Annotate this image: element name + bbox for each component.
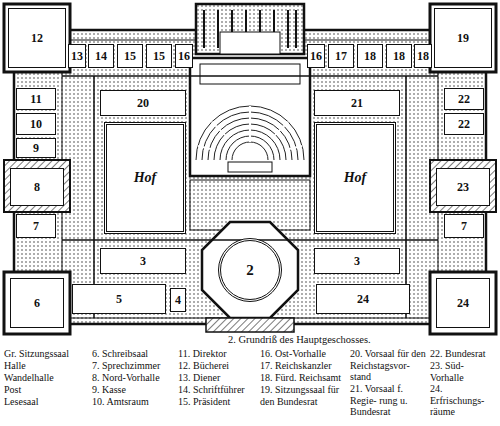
key-entry: 9. Kasse [92, 384, 176, 396]
room-box: 17 [328, 44, 354, 68]
room-box: 4 [170, 288, 186, 312]
room-number: 11 [30, 93, 41, 105]
room-box: 11 [16, 88, 56, 110]
room-box: 6 [10, 278, 64, 328]
courtyard: Hof [104, 122, 186, 234]
room-number: 19 [457, 32, 469, 44]
room-box: 24 [316, 284, 410, 314]
room-number: 7 [461, 220, 467, 232]
figure-caption: 2. Grundriß des Hauptgeschosses. [228, 334, 371, 345]
room-number: 3 [140, 255, 146, 267]
room-number: 12 [31, 32, 43, 44]
room-number: 16 [178, 50, 190, 62]
room-number: 7 [33, 220, 39, 232]
room-box: 23 [436, 168, 490, 206]
room-box: 21 [314, 90, 400, 116]
key-entry: 21. Vorsaal f. Regie- rung u. Bundesrat [350, 383, 428, 418]
key-entry: 16. Ost-Vorhalle [260, 348, 348, 360]
key-entry: 11. Direktor [178, 348, 258, 360]
room-box: 14 [88, 44, 114, 68]
room-box: 13 [68, 44, 86, 68]
key-entry: 22. Bundesrat [430, 348, 496, 360]
room-box: 22 [444, 113, 484, 135]
key-entry: Gr. Sitzungssaal [4, 348, 90, 360]
key-entry: Lesesaal [4, 396, 90, 408]
room-number: 22 [458, 93, 470, 105]
room-box: 19 [434, 8, 492, 68]
room-number: 14 [95, 50, 107, 62]
room-number: 24 [357, 293, 369, 305]
rotunda-room: 2 [218, 238, 282, 302]
room-box: 18 [414, 44, 432, 68]
room-box: 15 [117, 44, 143, 68]
room-box: 12 [8, 8, 66, 68]
room-box: 10 [16, 113, 56, 135]
key-entry: 24. Erfrischungs- räume [430, 383, 496, 418]
room-number: 23 [457, 181, 469, 193]
room-box: 7 [444, 214, 484, 238]
courtyard-name: Hof [134, 171, 157, 185]
room-box: 24 [436, 278, 490, 328]
key-entry: 8. Nord-Vorhalle [92, 372, 176, 384]
room-number: 2 [246, 263, 254, 278]
key-entry: 23. Süd-Vorhalle [430, 360, 496, 383]
room-box: 22 [444, 88, 484, 110]
room-number: 10 [30, 118, 42, 130]
room-box: 5 [72, 284, 166, 314]
room-number: 3 [354, 255, 360, 267]
room-number: 5 [116, 293, 122, 305]
room-box: 16 [175, 44, 193, 68]
room-number: 8 [34, 181, 40, 193]
key-entry: 12. Bücherei [178, 360, 258, 372]
key-entry: 18. Fürd. Reichsamt [260, 372, 348, 384]
room-box: 3 [100, 248, 186, 274]
room-number: 4 [175, 294, 181, 306]
room-number: 18 [417, 50, 429, 62]
key-entry: Halle [4, 360, 90, 372]
key-entry: 17. Reichskanzler [260, 360, 348, 372]
room-number: 21 [351, 97, 363, 109]
key-entry: 7. Sprechzimmer [92, 360, 176, 372]
room-number: 17 [335, 50, 347, 62]
room-number: 18 [393, 50, 405, 62]
key-entry: 19. Sitzungssaal für den Bundesrat [260, 384, 348, 407]
room-box: 9 [16, 138, 56, 158]
room-box: 8 [10, 168, 64, 206]
key-entry: Wandelhalle [4, 372, 90, 384]
room-number: 15 [124, 50, 136, 62]
key-entry: 10. Amtsraum [92, 396, 176, 408]
room-number: 16 [310, 50, 322, 62]
key-entry: 20. Vorsaal für den Reichstagsvor- stand [350, 348, 428, 383]
key-entry: 14. Schriftführer [178, 384, 258, 396]
room-number: 24 [457, 297, 469, 309]
room-box: 15 [146, 44, 172, 68]
room-box: 3 [314, 248, 400, 274]
room-box: 18 [386, 44, 412, 68]
room-number: 18 [364, 50, 376, 62]
room-number: 9 [33, 142, 39, 154]
room-number: 15 [153, 50, 165, 62]
key-entry: Post [4, 384, 90, 396]
courtyard-name: Hof [344, 171, 367, 185]
courtyard: Hof [314, 122, 396, 234]
key-entry: 13. Diener [178, 372, 258, 384]
room-number: 6 [34, 297, 40, 309]
room-number: 22 [458, 118, 470, 130]
room-box: 7 [16, 214, 56, 238]
key-entry: 6. Schreibsaal [92, 348, 176, 360]
room-box: 20 [100, 90, 186, 116]
room-box: 16 [307, 44, 325, 68]
key-entry: 15. Präsident [178, 396, 258, 408]
room-box: 18 [357, 44, 383, 68]
room-number: 20 [137, 97, 149, 109]
room-number: 13 [71, 50, 83, 62]
